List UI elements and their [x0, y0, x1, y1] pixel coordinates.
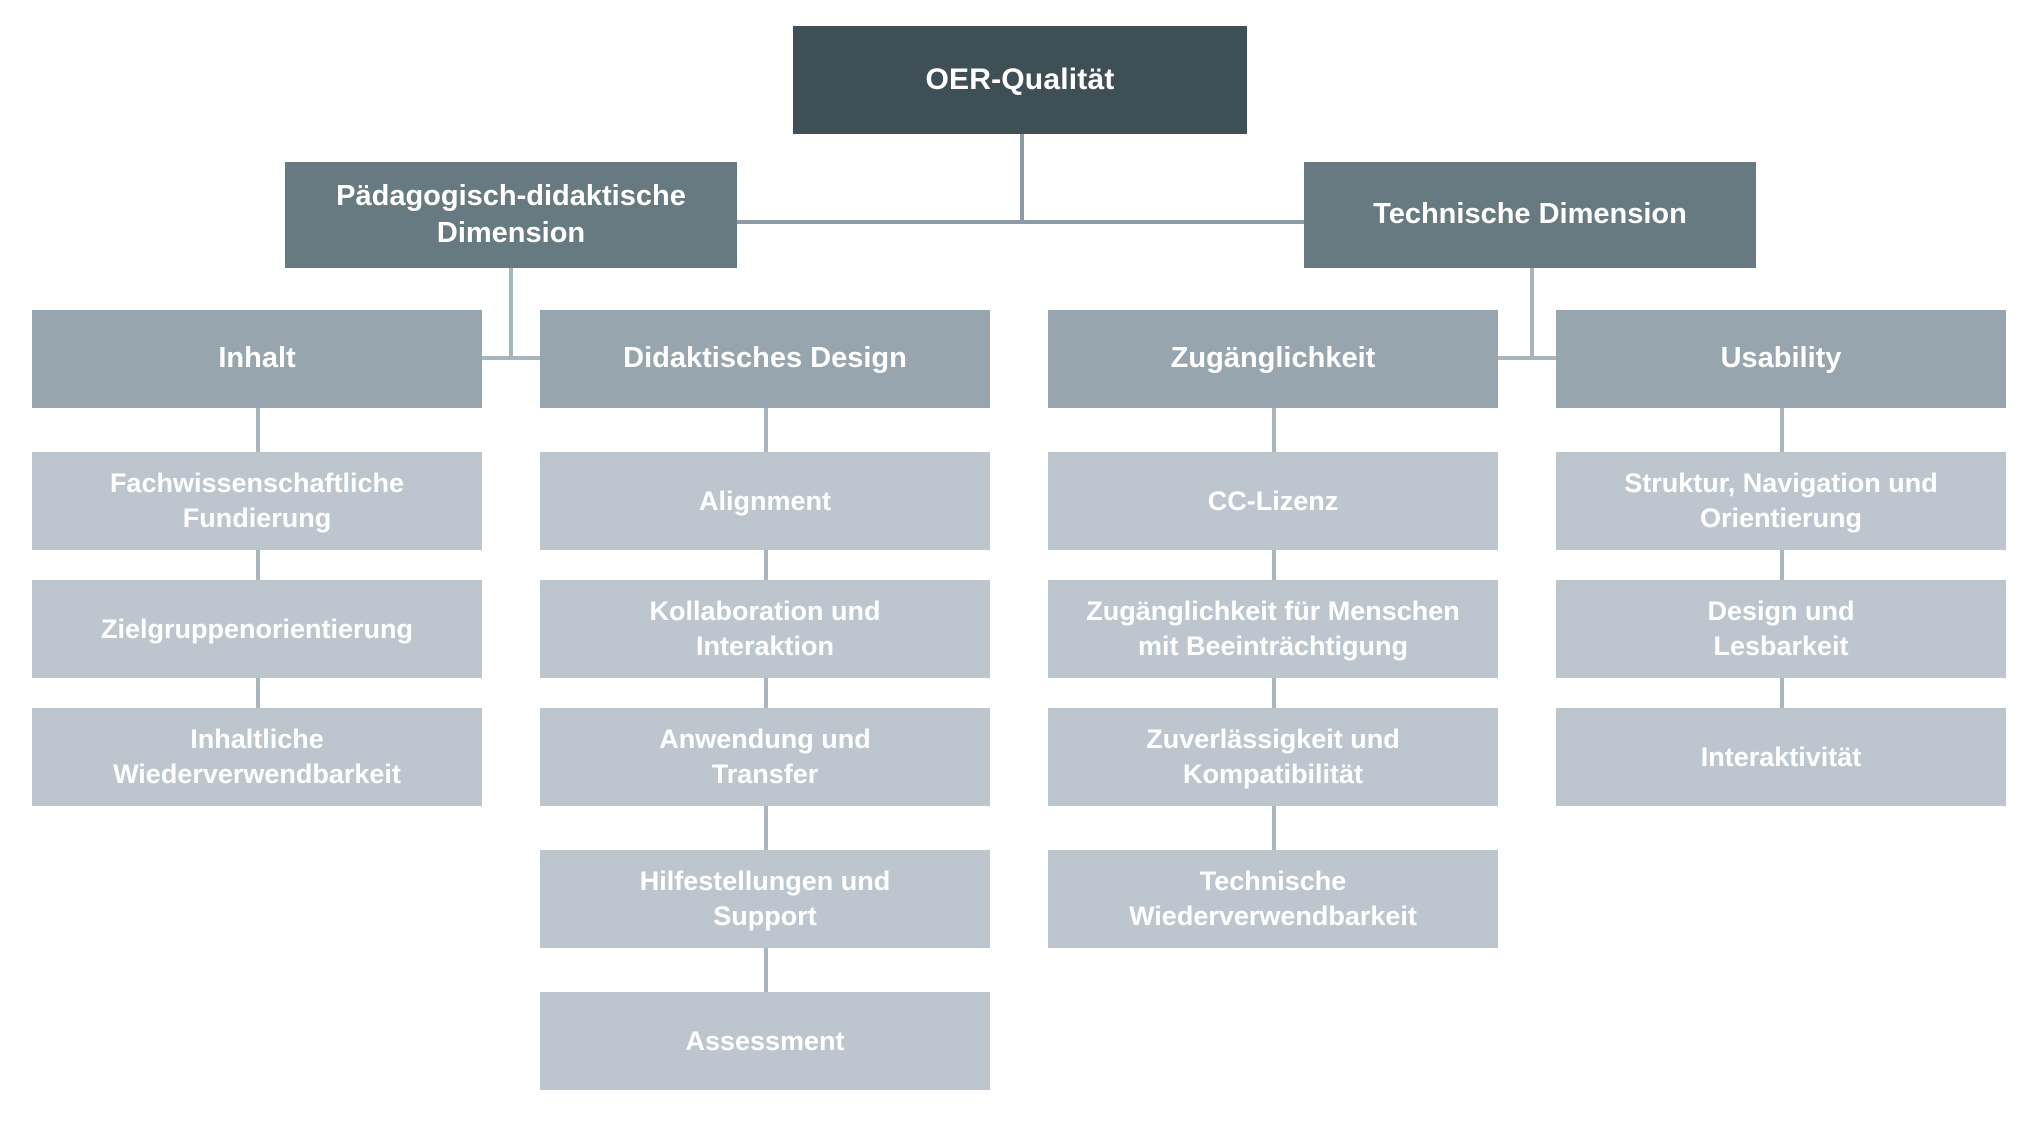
node-root[interactable]: OER-Qualität [793, 26, 1247, 134]
node-category-zugaenglichkeit-label: Zugänglichkeit [1170, 342, 1376, 375]
node-dimension-technical-label: Technische Dimension [1373, 198, 1687, 231]
connector-pedagogic-stem [509, 268, 513, 360]
node-leaf-inhalt-3[interactable]: Inhaltliche Wiederverwendbarkeit [32, 708, 482, 806]
node-leaf-zugaenglichkeit-2-label: Zugänglichkeit für Menschen mit Beeinträ… [1086, 596, 1460, 661]
node-leaf-inhalt-2[interactable]: Zielgruppenorientierung [32, 580, 482, 678]
node-leaf-zugaenglichkeit-4-label: Technische Wiederverwendbarkeit [1129, 866, 1417, 931]
node-root-label: OER-Qualität [925, 62, 1115, 96]
node-leaf-usability-3-label: Interaktivität [1700, 741, 1862, 772]
node-leaf-zugaenglichkeit-3-label: Zuverlässigkeit und Kompatibilität [1146, 724, 1400, 789]
node-leaf-didaktisches-design-5-label: Assessment [685, 1025, 845, 1056]
node-leaf-usability-3[interactable]: Interaktivität [1556, 708, 2006, 806]
node-leaf-didaktisches-design-4[interactable]: Hilfestellungen und Support [540, 850, 990, 948]
node-leaf-zugaenglichkeit-3[interactable]: Zuverlässigkeit und Kompatibilität [1048, 708, 1498, 806]
node-leaf-inhalt-1-label: Fachwissenschaftliche Fundierung [109, 468, 405, 533]
connector-technical-category-bar [1483, 356, 1579, 360]
node-category-zugaenglichkeit[interactable]: Zugänglichkeit [1048, 310, 1498, 408]
node-leaf-didaktisches-design-3[interactable]: Anwendung und Transfer [540, 708, 990, 806]
node-leaf-didaktisches-design-5[interactable]: Assessment [540, 992, 990, 1090]
node-leaf-didaktisches-design-2-label: Kollaboration und Interaktion [649, 596, 881, 661]
node-leaf-zugaenglichkeit-1[interactable]: CC-Lizenz [1048, 452, 1498, 550]
node-category-inhalt-label: Inhalt [218, 342, 296, 375]
node-leaf-usability-1[interactable]: Struktur, Navigation und Orientierung [1556, 452, 2006, 550]
node-leaf-usability-2-label: Design und Lesbarkeit [1707, 596, 1855, 661]
node-leaf-didaktisches-design-4-label: Hilfestellungen und Support [639, 866, 891, 931]
node-leaf-usability-1-label: Struktur, Navigation und Orientierung [1624, 468, 1938, 533]
node-leaf-inhalt-2-label: Zielgruppenorientierung [100, 613, 413, 644]
node-leaf-didaktisches-design-3-label: Anwendung und Transfer [659, 724, 871, 789]
node-category-usability-label: Usability [1720, 342, 1842, 375]
node-leaf-zugaenglichkeit-4[interactable]: Technische Wiederverwendbarkeit [1048, 850, 1498, 948]
connector-technical-stem [1530, 268, 1534, 360]
connector-spine-usability [1780, 408, 1784, 738]
node-leaf-zugaenglichkeit-2[interactable]: Zugänglichkeit für Menschen mit Beeinträ… [1048, 580, 1498, 678]
connector-dimension-bar [735, 220, 1306, 224]
node-category-inhalt[interactable]: Inhalt [32, 310, 482, 408]
connector-root-stem [1020, 134, 1024, 222]
connector-spine-didaktisches-design [764, 408, 768, 994]
node-leaf-didaktisches-design-1[interactable]: Alignment [540, 452, 990, 550]
connector-pedagogic-category-bar [462, 356, 558, 360]
node-leaf-inhalt-1[interactable]: Fachwissenschaftliche Fundierung [32, 452, 482, 550]
node-leaf-didaktisches-design-1-label: Alignment [699, 485, 831, 516]
node-dimension-pedagogic[interactable]: Pädagogisch-didaktische Dimension [285, 162, 737, 268]
node-category-didaktisches-design-label: Didaktisches Design [623, 342, 907, 375]
node-leaf-zugaenglichkeit-1-label: CC-Lizenz [1207, 485, 1339, 516]
node-leaf-inhalt-3-label: Inhaltliche Wiederverwendbarkeit [113, 724, 401, 789]
node-dimension-pedagogic-label: Pädagogisch-didaktische Dimension [336, 179, 686, 249]
connector-spine-inhalt [256, 408, 260, 738]
node-dimension-technical[interactable]: Technische Dimension [1304, 162, 1756, 268]
node-category-usability[interactable]: Usability [1556, 310, 2006, 408]
node-category-didaktisches-design[interactable]: Didaktisches Design [540, 310, 990, 408]
node-leaf-didaktisches-design-2[interactable]: Kollaboration und Interaktion [540, 580, 990, 678]
node-leaf-usability-2[interactable]: Design und Lesbarkeit [1556, 580, 2006, 678]
